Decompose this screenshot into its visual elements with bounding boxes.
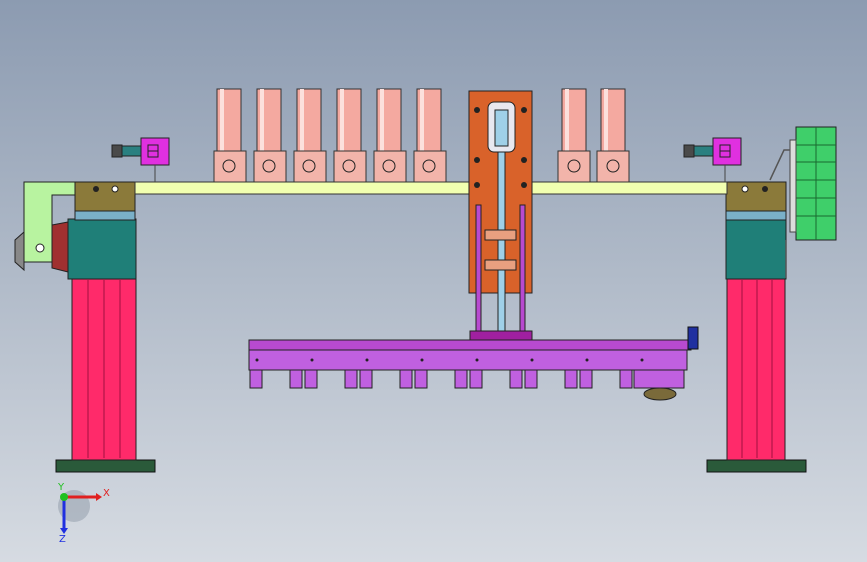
carriage-assembly[interactable] [468, 90, 533, 342]
left-motor-gear [14, 230, 25, 272]
carriage-rod-right [519, 204, 526, 336]
cylinder[interactable] [213, 88, 247, 183]
triad-y-axis [60, 493, 68, 501]
coordinate-triad-icon: X Y Z [57, 482, 110, 545]
right-column-cap [725, 181, 787, 212]
cylinder[interactable] [293, 88, 327, 183]
tray-bar [248, 339, 692, 351]
cylinder[interactable] [333, 88, 367, 183]
right-column-body [726, 277, 786, 461]
right-column-base [706, 459, 807, 473]
cylinder-group-left[interactable] [213, 88, 447, 183]
cylinder[interactable] [253, 88, 287, 183]
tray-holes [255, 358, 644, 362]
triad-x-label: X [103, 488, 110, 499]
cylinder[interactable] [596, 88, 630, 183]
triad-y-label: Y [57, 482, 65, 493]
left-column-cap [74, 181, 136, 212]
left-column-head [67, 218, 137, 280]
right-column[interactable] [706, 126, 837, 473]
right-valve[interactable] [683, 137, 742, 182]
cylinder[interactable] [557, 88, 591, 183]
cylinder[interactable] [413, 88, 447, 183]
cylinder[interactable] [373, 88, 407, 183]
gantry-rail[interactable] [134, 181, 728, 195]
tray-fingers [249, 369, 685, 389]
cylinder-group-right[interactable] [557, 88, 630, 183]
tray-body [248, 349, 688, 371]
left-column-base [55, 459, 156, 473]
gripper-tray[interactable] [248, 326, 699, 401]
carriage-rod-left [475, 204, 482, 336]
triad-z-label: Z [59, 534, 66, 545]
left-valve[interactable] [111, 137, 170, 182]
left-column[interactable] [14, 181, 156, 473]
carriage-rod-center [497, 151, 506, 338]
tray-wheel [643, 387, 677, 401]
tray-sensor [687, 326, 699, 350]
right-column-head [725, 218, 787, 280]
